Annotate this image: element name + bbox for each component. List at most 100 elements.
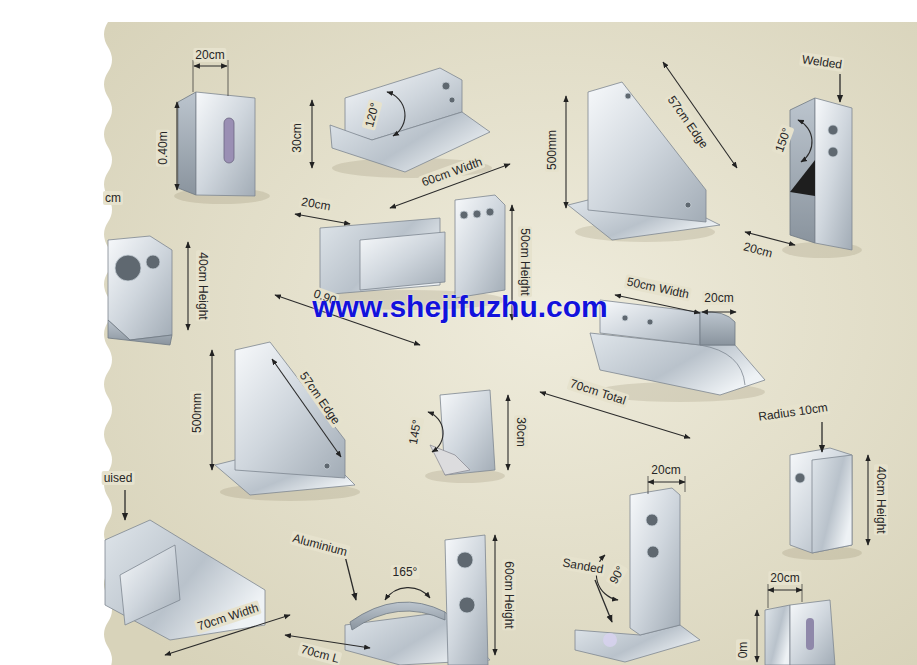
clevis-bracket <box>115 255 141 281</box>
dimension-label: 30cm <box>290 121 304 154</box>
slotted-bracket <box>806 618 814 650</box>
radius-bracket <box>795 473 805 483</box>
dimension-lines <box>839 74 840 102</box>
long-bracket <box>460 211 468 219</box>
dimension-lines <box>311 100 312 168</box>
gusset-bracket <box>685 202 691 208</box>
angle-label: 90° <box>605 562 628 588</box>
dimension-lines <box>125 60 868 662</box>
dimension-lines <box>194 65 227 66</box>
sanded-bracket <box>646 514 658 526</box>
long-bracket <box>320 195 505 298</box>
u-channel-bracket <box>178 92 196 195</box>
curved-tray-bracket <box>647 319 653 325</box>
gusset-bracket <box>588 82 706 222</box>
dimension-label: 57cm Edge <box>664 91 713 152</box>
dimension-label: 40cm Height <box>874 464 888 535</box>
dimension-label: 500mm <box>545 128 559 172</box>
aluminium-bracket <box>459 597 475 613</box>
dimension-lines <box>648 476 685 494</box>
curved-tray-bracket <box>600 300 700 345</box>
u-channel-bracket <box>224 118 234 163</box>
channel-bracket <box>120 545 180 625</box>
dimension-lines <box>702 311 736 312</box>
welded-bracket <box>790 160 815 196</box>
clevis-bracket <box>108 320 172 345</box>
angled-bracket-120 <box>330 68 490 172</box>
angle-label: 120° <box>362 99 383 130</box>
dimension-lines <box>821 422 822 452</box>
long-bracket <box>455 195 505 298</box>
dimension-lines <box>345 556 356 600</box>
dimension-lines <box>648 481 685 482</box>
curved-tray-bracket <box>622 315 628 321</box>
dimension-label: 70cm Total <box>566 376 629 408</box>
dimension-label: 0.40m <box>156 129 170 166</box>
callout-label: Sanded <box>559 555 606 577</box>
dimension-label: 20cm <box>649 463 682 477</box>
dimension-label: 0m <box>736 640 750 661</box>
welded-bracket <box>790 98 852 250</box>
dimension-lines <box>193 60 228 96</box>
dimension-lines <box>867 455 868 545</box>
part-shadows <box>174 158 862 560</box>
angle-label: 150° <box>771 124 794 156</box>
gusset-bracket <box>215 342 355 495</box>
slotted-bracket <box>765 600 835 665</box>
dimension-lines <box>387 92 405 136</box>
dimension-lines <box>124 490 125 520</box>
aluminium-bracket <box>457 552 473 568</box>
u-channel-bracket <box>178 92 255 196</box>
clevis-bracket <box>108 236 172 345</box>
curved-tray-bracket <box>700 312 735 345</box>
dimension-label: 30cm <box>514 415 528 448</box>
dimension-label: 60cm Width <box>418 154 486 190</box>
dimension-lines <box>595 580 612 622</box>
aluminium-bracket <box>345 535 490 665</box>
watermark: www.shejifuzhu.com <box>310 290 610 324</box>
gusset-bracket <box>324 463 330 469</box>
dimension-label: 50cm Height <box>518 226 532 297</box>
channel-bracket <box>105 520 265 640</box>
dimension-label: 20cm <box>193 48 226 62</box>
dimension-lines <box>768 589 802 590</box>
gusset-bracket <box>568 82 720 240</box>
callout-label: uised <box>102 471 135 485</box>
dimension-label: 20cm <box>740 239 776 261</box>
dimension-lines <box>187 242 188 330</box>
background <box>104 22 917 665</box>
slotted-bracket <box>765 605 790 665</box>
welded-bracket <box>828 147 838 157</box>
dimension-lines <box>176 102 177 190</box>
long-bracket <box>473 210 481 218</box>
radius-bracket <box>790 448 852 553</box>
welded-bracket <box>790 98 815 243</box>
welded-bracket <box>828 125 838 135</box>
clevis-bracket <box>146 255 160 269</box>
slotted-bracket <box>790 600 835 665</box>
clevis-bracket <box>108 236 172 340</box>
gusset-bracket <box>235 342 345 478</box>
angled-bracket-120 <box>442 82 450 90</box>
callout-label: Welded <box>799 52 845 72</box>
aluminium-bracket <box>445 535 488 665</box>
angled-bracket-120 <box>449 97 455 103</box>
dimension-label: 20cm <box>702 291 735 305</box>
dimension-label: 50cm Width <box>624 274 693 302</box>
callout-label: Radius 10cm <box>755 400 830 424</box>
curved-tray-bracket <box>700 345 745 385</box>
dimension-lines <box>507 395 508 470</box>
dimension-lines <box>565 96 566 208</box>
dimension-lines <box>428 412 443 452</box>
sanded-bracket <box>603 633 617 647</box>
angle-block-145 <box>430 390 495 475</box>
welded-bracket <box>815 98 852 250</box>
curved-tray-bracket <box>590 300 765 395</box>
angle-label: 145° <box>406 417 425 448</box>
dimension-lines <box>385 588 430 600</box>
dimension-label: 40cm Height <box>196 250 210 321</box>
callout-label: Aluminium <box>289 530 351 559</box>
dimension-lines <box>295 214 350 224</box>
